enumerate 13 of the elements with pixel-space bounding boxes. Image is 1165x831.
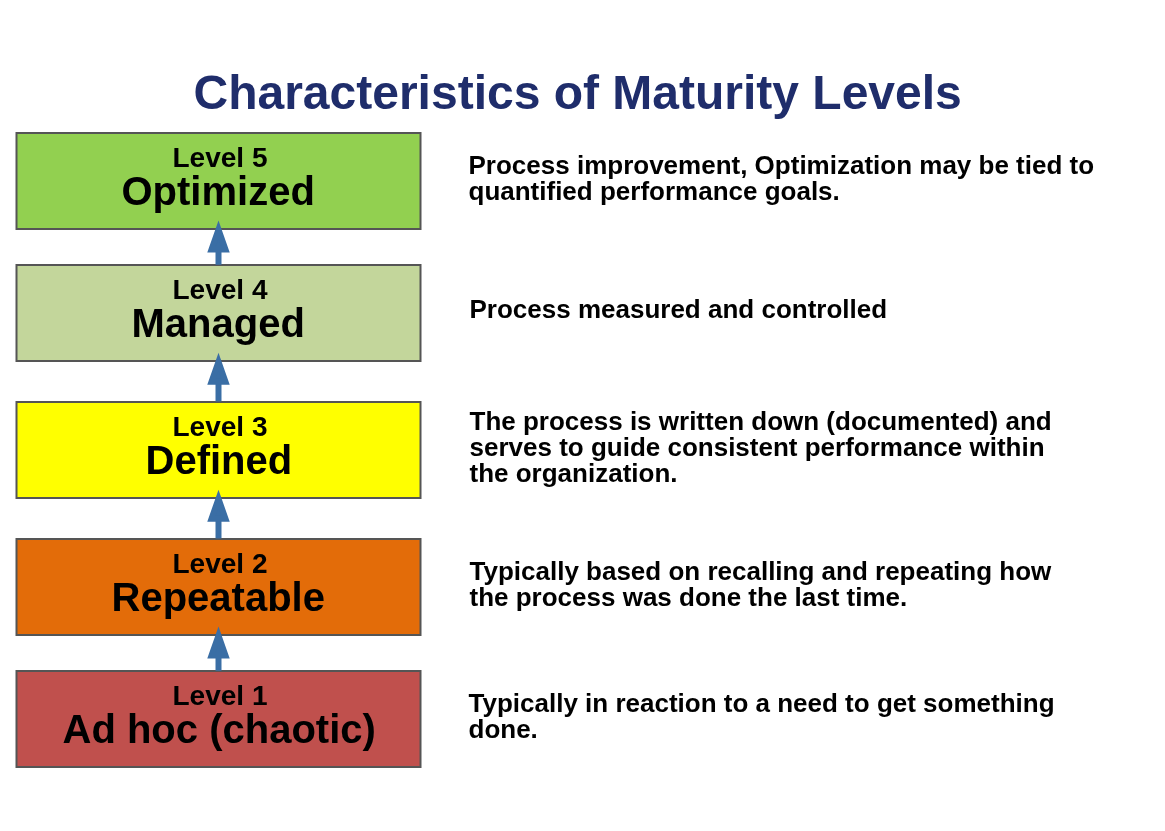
node-label: Typically based on recalling and repeating how the process was done the last time. (469, 555, 1052, 612)
node-label: The process is written down (documented) and serves to guide consistent performance within the organization. (469, 405, 1052, 488)
node-box: Level 3 Defined (15, 400, 422, 499)
arrow (207, 352, 230, 401)
node-label: Process measured and controlled (469, 293, 888, 324)
node-box: Level 5 Optimized (15, 131, 422, 230)
node-box: Level 1 Ad hoc (chaotic) (15, 669, 422, 768)
node-box: Level 4 Managed (15, 263, 422, 362)
diagram-title: Characteristics of Maturity Levels (193, 65, 962, 119)
node-box: Level 2 Repeatable (15, 537, 422, 636)
node-label: Typically in reaction to a need to get something done. (468, 687, 1055, 744)
node-label: Process improvement, Optimization may be tied to quantified performance goals. (468, 149, 1095, 206)
arrow (207, 489, 230, 538)
